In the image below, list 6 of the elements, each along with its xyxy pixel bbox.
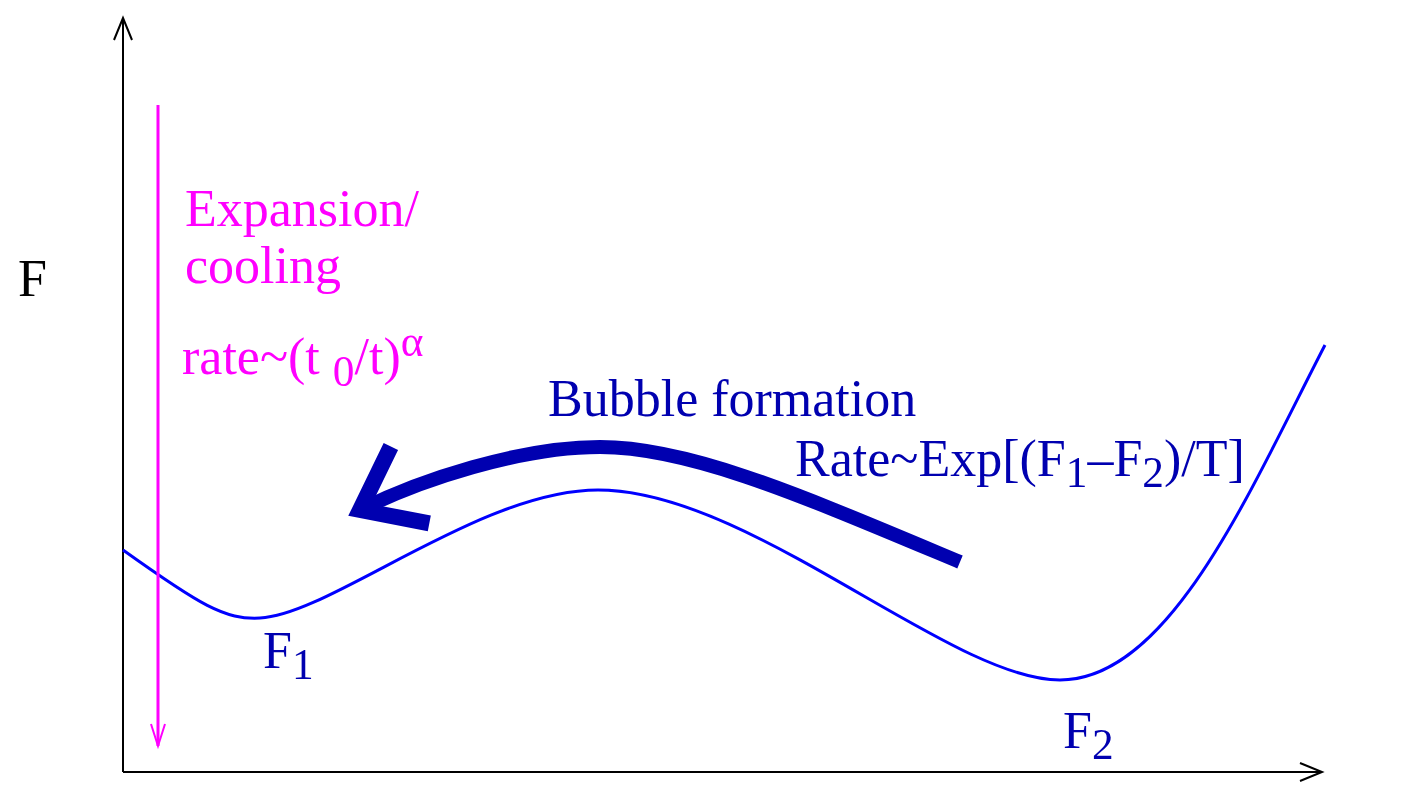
- minimum-label: F$_{1}$: [263, 622, 314, 690]
- annotation-text: Expansion/ cooling: [185, 180, 420, 295]
- axis-label: F: [18, 250, 47, 308]
- minimum-label: F$_{2}$: [1063, 702, 1114, 770]
- annotation-text: Bubble formation: [548, 370, 917, 428]
- rate-formula: rate~(t $_{0}$/t)$^{α}$: [182, 318, 424, 396]
